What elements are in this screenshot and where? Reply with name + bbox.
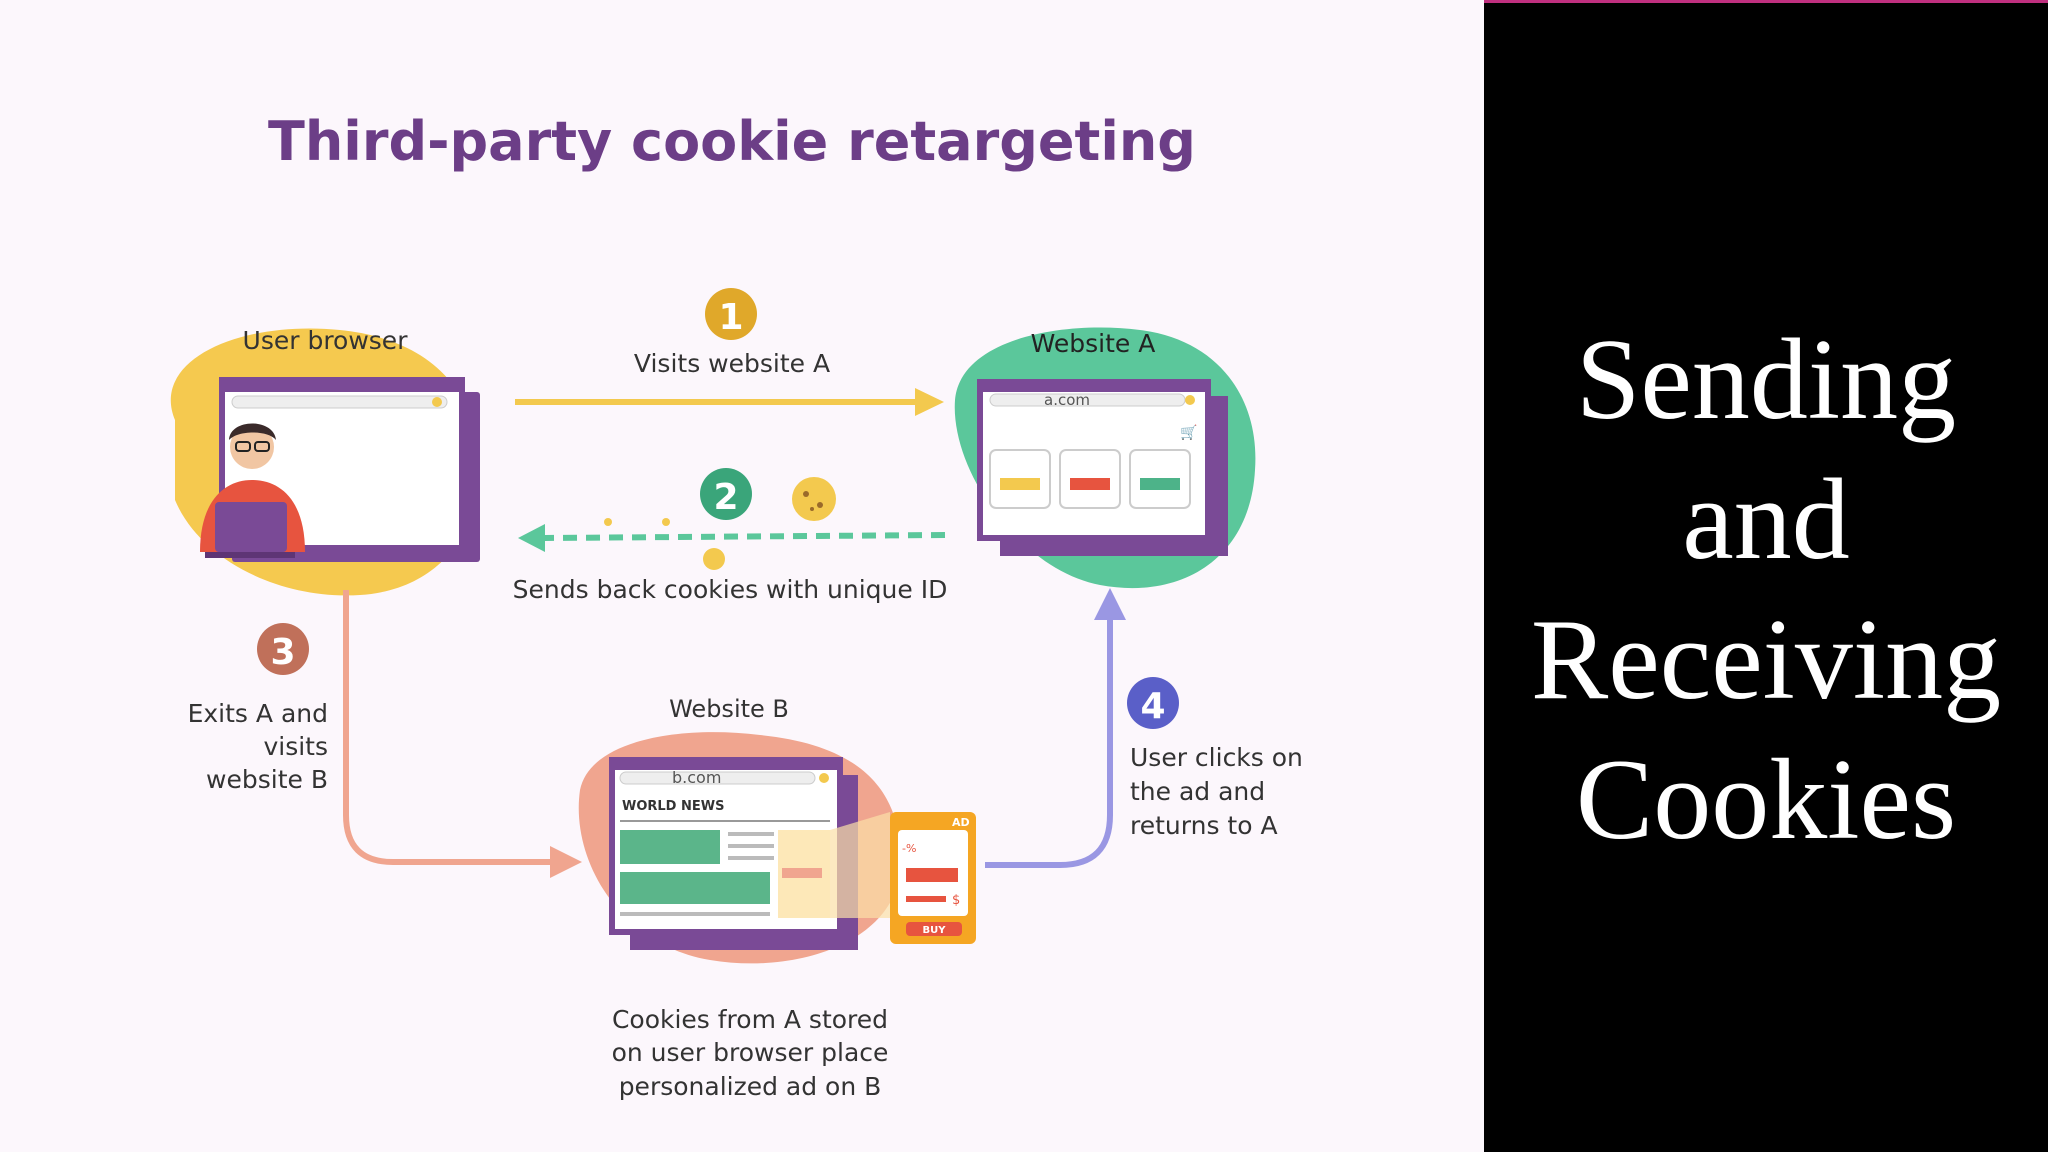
step-1-text: Visits website A [634,349,830,378]
step-4-line-1: User clicks on [1130,743,1303,772]
step-1-badge [705,288,757,340]
cookie-icon [703,548,725,570]
ad-shoe-icon [906,868,958,882]
website-a-label: Website A [1031,329,1156,358]
buy-label: BUY [923,925,947,936]
star-icon [819,773,829,783]
side-title-line-4: Cookies [1575,736,1957,864]
step-4-arrow [985,618,1113,868]
step-4-badge [1127,677,1179,729]
step-4-line-2: the ad and [1130,777,1265,806]
ad-dollar: $ [952,893,960,908]
star-icon [432,397,442,407]
side-panel: Sending and Receiving Cookies [1484,0,2048,1152]
user-browser-label: User browser [243,326,409,355]
side-title-line-3: Receiving [1530,596,2002,724]
side-title-line-1: Sending [1575,316,1957,444]
website-b-url: b.com [672,768,721,787]
side-title: Sending and Receiving Cookies [1484,310,2048,870]
footnote-line-2: on user browser place [612,1038,889,1067]
website-a-node: a.com 🛒 [954,327,1256,589]
side-title-line-2: and [1682,456,1850,584]
footnote-line-3: personalized ad on B [619,1072,882,1101]
user-browser-node [170,328,480,596]
step-3-line-3: website B [206,765,328,794]
retargeting-diagram: Third-party cookie retargeting [170,110,1303,1101]
step-2-badge [700,468,752,520]
step-3-badge [257,623,309,675]
step-1-number: 1 [718,297,743,338]
website-b-label: Website B [669,695,789,723]
website-b-node: b.com WORLD NEWS AD -% $ [578,732,976,964]
ad-badge: AD [952,816,970,829]
diagram-title: Third-party cookie retargeting [268,110,1196,173]
step-2-arrow [544,532,946,541]
diagram-panel: Third-party cookie retargeting [0,0,1484,1152]
step-3-arrow [343,590,550,865]
buy-button [906,922,962,936]
step-4-line-3: returns to A [1130,811,1278,840]
cart-icon: 🛒 [1180,424,1197,441]
footnote-line-1: Cookies from A stored [612,1005,888,1034]
step-4-number: 4 [1140,686,1165,727]
step-3-line-2: visits [263,732,328,761]
star-icon [1185,395,1195,405]
cookie-icon [792,477,836,521]
website-b-heading: WORLD NEWS [622,799,724,814]
ad-percent: -% [902,842,916,855]
user-person-icon [200,423,305,558]
step-2-text: Sends back cookies with unique ID [513,575,948,604]
step-3-line-1: Exits A and [188,699,328,728]
step-3-number: 3 [270,632,295,673]
accent-strip [1484,0,2048,3]
website-a-url: a.com [1044,391,1090,409]
step-2-number: 2 [713,477,738,518]
